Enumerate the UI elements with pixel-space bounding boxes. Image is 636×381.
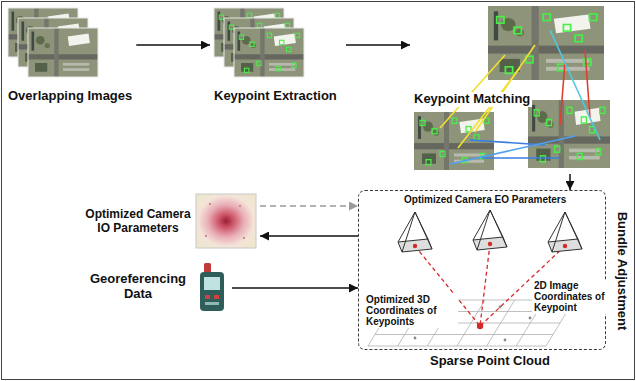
io-calibration-image: [196, 194, 256, 248]
keypoint-images: [234, 28, 304, 77]
io-calibration-image: [209, 203, 211, 205]
matching-images: [475, 45, 535, 132]
image-stack-step: Overlapping Images: [5, 5, 136, 108]
matching-step: Keypoint Matching: [410, 4, 612, 174]
point-cloud-dots: [414, 337, 417, 340]
step-caption: Keypoint Matching: [412, 92, 532, 107]
label-slot: 2D Image Coordinates of Keypoint: [532, 280, 608, 314]
gps-device-icon: [205, 302, 219, 305]
keypoint-images: [234, 28, 304, 77]
matching-images: [414, 6, 610, 170]
gps-device-icon: [200, 272, 224, 311]
point-cloud-grid: [457, 300, 485, 346]
io-calibration-image: [196, 194, 256, 248]
illustration: [398, 212, 432, 252]
dashed-arrow: [260, 205, 358, 207]
io-calibration-image: [243, 237, 245, 239]
keypoint-images: [214, 8, 304, 77]
point-cloud-grid: [487, 300, 515, 346]
step-caption: Optimized Camera IO Parameters: [82, 208, 194, 236]
step-caption: Georeferencing Data: [82, 272, 194, 302]
io-calibration-image: [205, 235, 207, 237]
overlapping-images: [8, 8, 98, 77]
label-slot: Optimized Camera EO Parameters: [402, 194, 568, 205]
figure-label: Optimized 3D Coordinates of Keypoints: [364, 294, 458, 328]
illustration: [473, 210, 507, 250]
gps-device-icon: [200, 263, 224, 311]
point-cloud-dots: [504, 339, 507, 342]
overlapping-images: [28, 28, 98, 77]
label-slot: Optimized 3D Coordinates of Keypoints: [364, 294, 458, 328]
step-caption: Keypoint Extraction: [214, 89, 337, 104]
io-parameters: Optimized Camera IO Parameters: [80, 190, 260, 254]
flow-arrow: [569, 174, 571, 190]
step-caption: Overlapping Images: [8, 89, 132, 104]
gps-device-icon: [214, 295, 219, 299]
flow-arrow: [346, 44, 410, 46]
matching-images: [550, 30, 600, 140]
output-caption: Sparse Point Cloud: [428, 354, 552, 369]
illustration: [548, 212, 582, 252]
label-slot: Sparse Point Cloud: [428, 354, 552, 369]
gps-device-icon: [204, 277, 220, 290]
flow-arrow: [232, 287, 358, 289]
overlapping-images: [28, 28, 98, 77]
matching-images: [482, 157, 560, 159]
box-heading: Bundle Adjustment: [614, 191, 629, 351]
flow-arrow: [136, 44, 210, 46]
projection-rays: [480, 244, 490, 326]
figure-label: Optimized Camera EO Parameters: [402, 194, 568, 205]
matching-images: [450, 136, 575, 164]
figure-label: 2D Image Coordinates of Keypoint: [532, 280, 608, 314]
point-cloud-dots: [529, 317, 532, 320]
georeferencing-data: Georeferencing Data: [80, 258, 232, 316]
flow-arrow: [260, 235, 358, 237]
gps-device-icon: [205, 295, 210, 299]
image-stack-step: Keypoint Extraction: [210, 5, 346, 108]
matching-images: [560, 62, 565, 125]
io-calibration-image: [239, 205, 241, 207]
matching-images: [470, 140, 545, 145]
keypoint-3d: [477, 323, 483, 329]
